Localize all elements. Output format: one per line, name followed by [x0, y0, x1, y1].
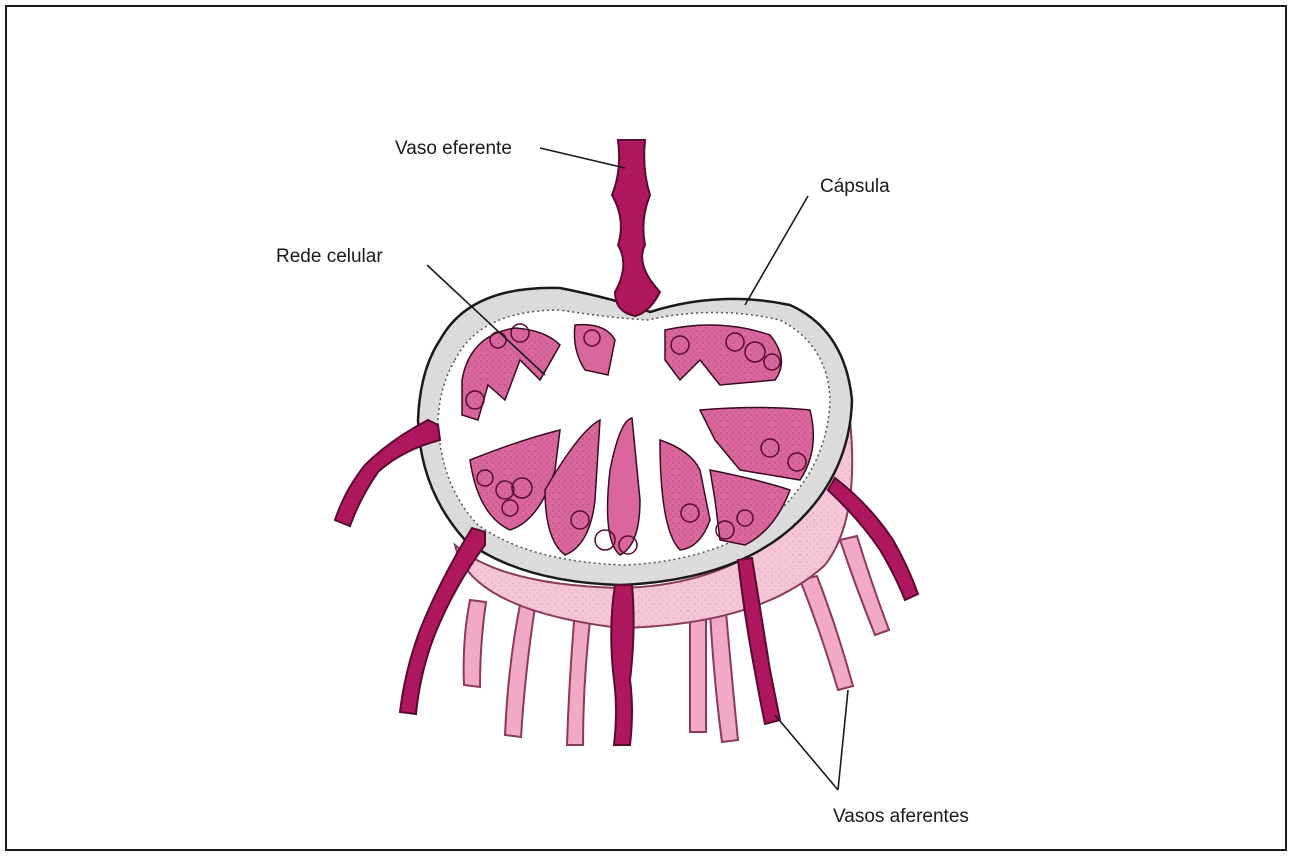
label-cell-network: Rede celular — [276, 246, 383, 267]
leader-afferent-2 — [838, 690, 848, 790]
leader-capsule — [745, 196, 808, 305]
light-vessel-2 — [505, 605, 535, 737]
label-capsule: Cápsula — [820, 176, 890, 197]
leader-efferent — [540, 148, 625, 168]
label-afferent-vessels: Vasos aferentes — [833, 806, 969, 827]
light-vessel-4 — [690, 612, 706, 732]
light-vessel-6 — [800, 576, 853, 690]
light-vessel-3 — [567, 610, 591, 745]
leader-afferent-1 — [775, 715, 838, 790]
light-vessel-1 — [464, 600, 486, 687]
light-vessel-5 — [710, 612, 738, 742]
label-efferent-vessel: Vaso eferente — [395, 138, 512, 159]
